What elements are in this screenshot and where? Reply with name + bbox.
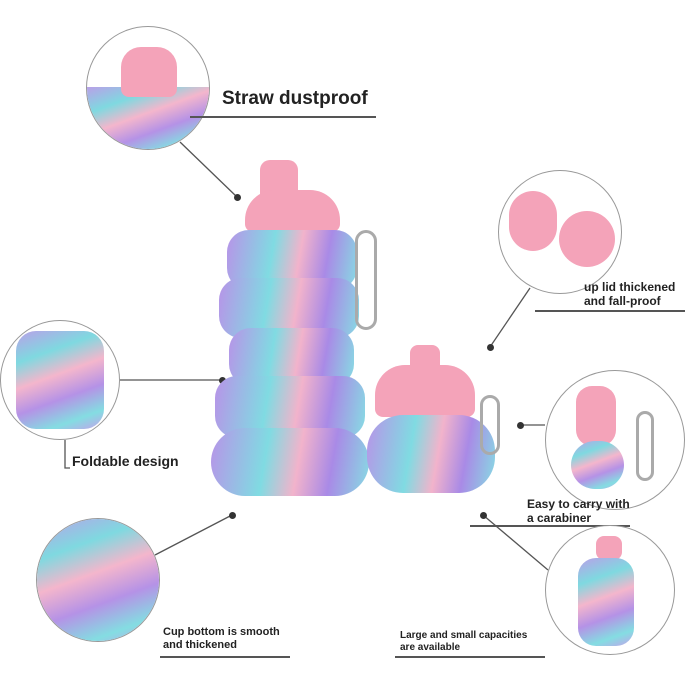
foldable-label: Foldable design xyxy=(72,453,179,469)
carabiner-detail-circle xyxy=(545,370,685,510)
divider xyxy=(160,656,290,658)
bottom-label-line2: and thickened xyxy=(163,639,237,651)
carry-label-line2: a carabiner xyxy=(527,511,592,525)
large-bottle xyxy=(205,160,377,500)
bottom-detail-circle xyxy=(36,518,160,642)
divider xyxy=(395,656,545,658)
lid-detail-circle xyxy=(498,170,622,294)
carabiner-icon xyxy=(355,230,377,330)
straw-label: Straw dustproof xyxy=(222,88,368,109)
carry-label-line1: Easy to carry with xyxy=(527,497,630,511)
pointer-dot xyxy=(234,194,241,201)
bottom-label: Cup bottom is smooth and thickened xyxy=(163,626,280,652)
foldable-detail-circle xyxy=(0,320,120,440)
divider xyxy=(190,116,376,118)
pointer-dot xyxy=(487,344,494,351)
carry-label: Easy to carry with a carabiner xyxy=(527,497,630,525)
lid-open xyxy=(509,191,557,251)
lid-label-line1: up lid thickened xyxy=(584,280,676,294)
straw-detail-circle xyxy=(86,26,210,150)
carabiner-icon xyxy=(480,395,500,455)
capacity-label: Large and small capacities are available xyxy=(400,630,527,654)
divider xyxy=(535,310,685,312)
pointer-dot xyxy=(517,422,524,429)
bottom-label-line1: Cup bottom is smooth xyxy=(163,626,280,638)
carabiner-icon xyxy=(636,411,654,481)
pointer-dot xyxy=(229,512,236,519)
divider xyxy=(470,525,630,527)
lid-label: up lid thickened and fall-proof xyxy=(584,280,675,308)
lid-label-line2: and fall-proof xyxy=(584,294,661,308)
capacity-detail-circle xyxy=(545,525,675,655)
capacity-label-line2: are available xyxy=(400,642,461,653)
small-bottle xyxy=(365,345,505,495)
straw-cap xyxy=(121,47,177,97)
lid-cap xyxy=(559,211,615,267)
capacity-label-line1: Large and small capacities xyxy=(400,630,528,641)
pointer-dot xyxy=(480,512,487,519)
